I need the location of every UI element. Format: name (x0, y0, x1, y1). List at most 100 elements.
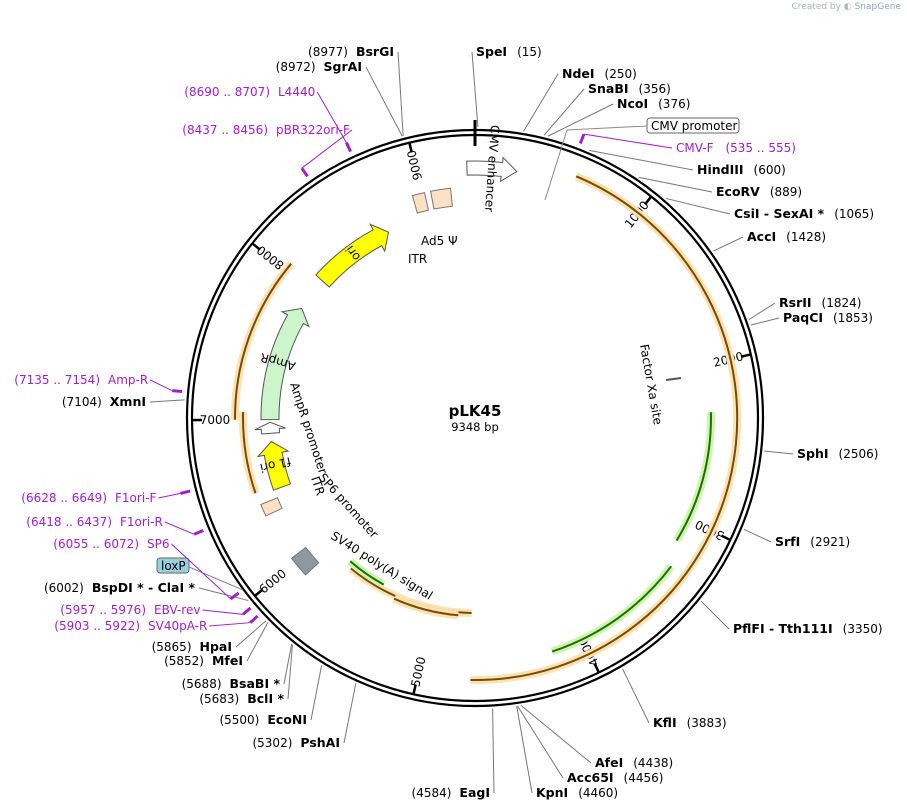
site-leader (343, 683, 357, 744)
site-position: (376) (658, 97, 690, 111)
site-leader (283, 643, 293, 685)
green-orf-arc (551, 565, 672, 653)
loxp-label: loxP (161, 559, 186, 573)
site-leader (543, 88, 585, 136)
plasmid-center: pLK45 9348 bp (449, 402, 502, 434)
site-name: AccI (747, 229, 776, 244)
site-name: BclI * (247, 691, 284, 706)
tick-mark (740, 353, 752, 358)
primer-leader (209, 622, 251, 627)
credit: Created by ◐ SnapGene (791, 2, 901, 12)
primer-mark (180, 489, 191, 495)
site-position: (5852) (164, 654, 204, 668)
primer-mark (229, 591, 240, 601)
feature-arrow (256, 440, 292, 491)
site-name: KpnI (536, 785, 568, 800)
site-leader (523, 73, 559, 132)
site-leader (198, 587, 249, 602)
site-leader (713, 236, 744, 252)
feature-label-ad5: Ad5 Ψ (421, 234, 458, 248)
site-leader (471, 51, 479, 128)
site-name: PshAI (300, 735, 340, 750)
cmv-promoter-label: CMV promoter (651, 119, 738, 133)
site-name: NdeI (562, 66, 595, 81)
site-name: BsrGI (356, 44, 394, 59)
tick-label: 6000 (256, 566, 289, 596)
primer-name: L4440 (278, 85, 315, 99)
primer-name: EBV-rev (154, 603, 200, 617)
green-orf-arc (349, 560, 385, 586)
site-name: AfeI (595, 755, 623, 770)
site-name: SrfI (775, 534, 800, 549)
tick-label: 7000 (200, 413, 231, 427)
primer-mark (578, 133, 586, 145)
primer-range: (5957 .. 5976) (60, 603, 146, 617)
primer-range: (8690 .. 8707) (184, 85, 270, 99)
credit-text: Created by (791, 2, 841, 12)
site-position: (5683) (199, 692, 239, 706)
site-name: SnaBI (588, 81, 629, 96)
tick-mark (412, 684, 417, 695)
site-position: (5302) (252, 736, 292, 750)
feature-arrow (315, 223, 390, 288)
site-leader (589, 149, 694, 171)
primer-name: pBR322ori-F (276, 123, 350, 137)
feature-label-factor-xa: Factor Xa site (637, 343, 665, 426)
site-position: (3883) (687, 716, 727, 730)
site-position: (2921) (810, 535, 850, 549)
feature-box (290, 546, 320, 576)
site-leader (700, 600, 730, 630)
tick-mark (593, 662, 600, 674)
primer-leader (171, 543, 231, 600)
tick-mark (251, 242, 261, 251)
orf-arc (233, 263, 292, 420)
site-name: EagI (459, 785, 490, 800)
site-leader (750, 317, 780, 326)
site-position: (4456) (624, 771, 664, 785)
primer-mark (172, 389, 183, 394)
snapgene-logo-icon: ◐ (843, 2, 852, 12)
site-leader (622, 668, 650, 724)
feature-label: f1 ori (259, 454, 293, 475)
site-position: (7104) (62, 395, 102, 409)
orf-arc (242, 411, 257, 494)
primer-leader (164, 521, 195, 535)
site-position: (5865) (152, 640, 192, 654)
site-leader (287, 644, 293, 700)
orf-arc (470, 175, 739, 682)
site-leader (520, 704, 592, 764)
tick-label: 5000 (408, 655, 428, 688)
site-name: SpeI (476, 44, 507, 59)
primer-range: (6055 .. 6072) (53, 537, 139, 551)
primer-mark (300, 167, 309, 178)
primer-range: (8437 .. 8456) (182, 123, 268, 137)
feature-box (411, 192, 429, 214)
site-position: (1065) (834, 207, 874, 221)
site-name: RsrII (779, 295, 812, 310)
primer-range: (535 .. 555) (725, 141, 795, 155)
site-name: BsaBI * (230, 676, 281, 691)
feature-label-ampr-promoter: AmpR promoter (287, 381, 330, 476)
loxp-label-box (156, 557, 190, 574)
feature-arrow (254, 421, 286, 435)
primer-range: (5903 .. 5922) (54, 619, 140, 633)
tick-mark (644, 195, 653, 206)
tick-mark (254, 588, 264, 597)
site-position: (4438) (633, 756, 673, 770)
primer-leader (316, 91, 347, 143)
site-name: KflI (653, 715, 677, 730)
feature-label: CMV enhancer (482, 125, 502, 213)
site-leader (149, 399, 185, 403)
primer-leader (149, 379, 173, 392)
site-leader (246, 622, 269, 662)
site-position: (6002) (44, 581, 84, 595)
site-name: XmnI (110, 394, 146, 409)
site-position: (2506) (839, 447, 879, 461)
factor-xa-mark (665, 377, 682, 381)
site-position: (5688) (182, 677, 222, 691)
site-leader (397, 51, 404, 137)
site-leader (638, 176, 713, 193)
primer-name: F1ori-R (120, 515, 163, 529)
site-position: (5500) (219, 713, 259, 727)
